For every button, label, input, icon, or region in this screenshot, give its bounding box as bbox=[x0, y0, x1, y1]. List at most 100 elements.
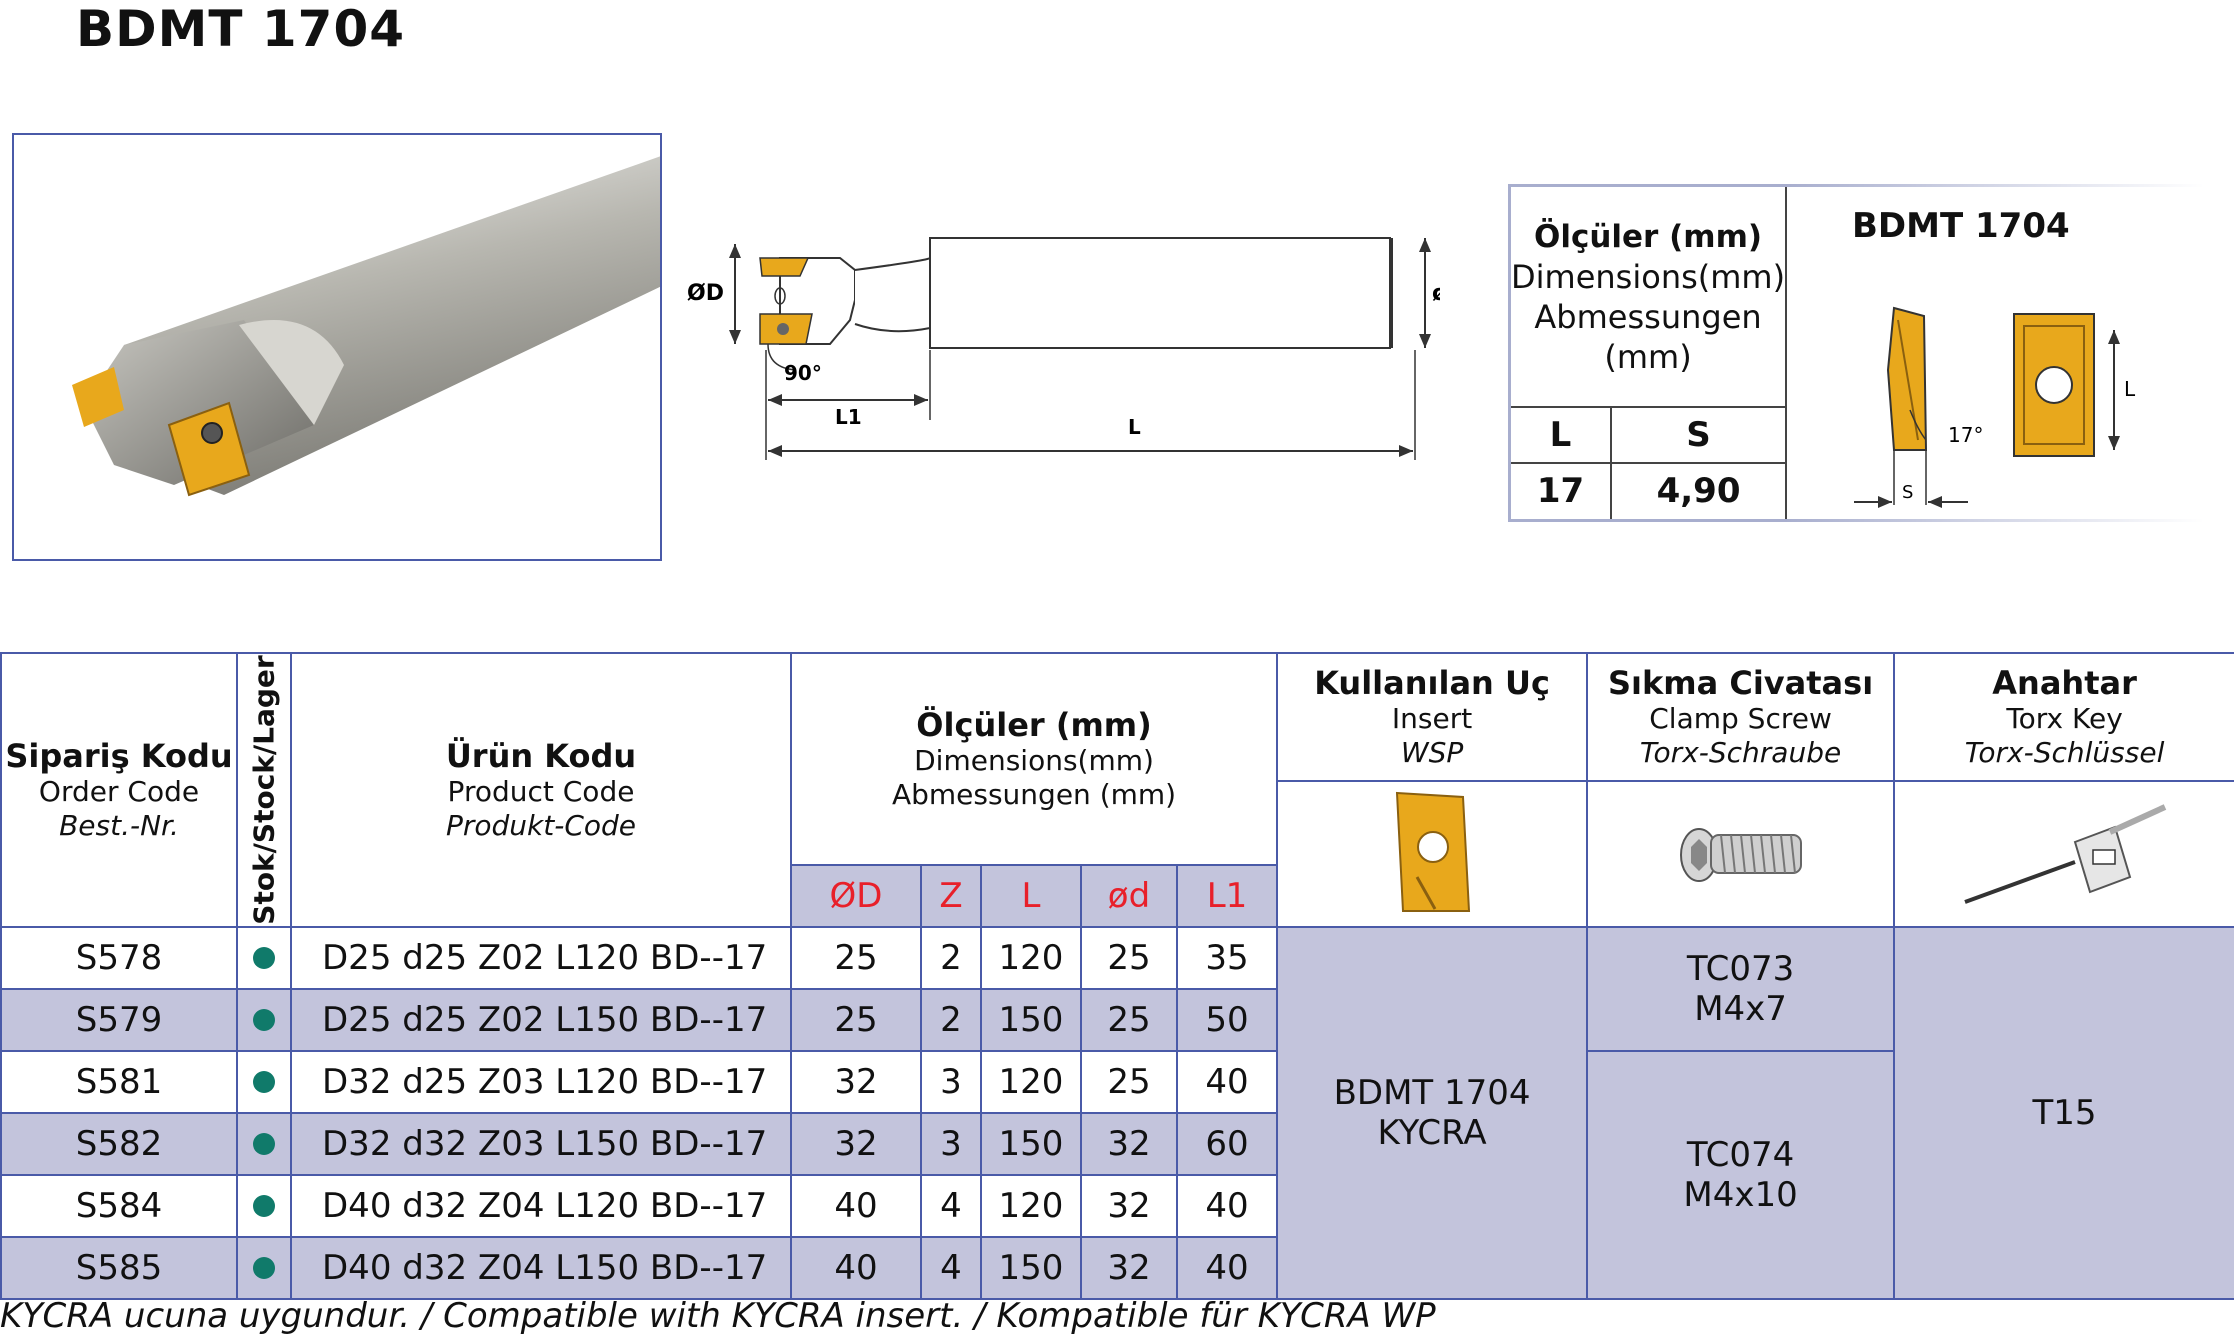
in-stock-dot bbox=[253, 947, 275, 969]
clamp-screw-header: Sıkma Civatası Clamp Screw Torx-Schraube bbox=[1586, 652, 1896, 782]
product-code: D32 d32 Z03 L150 BD--17 bbox=[290, 1112, 792, 1176]
product-code: D25 d25 Z02 L120 BD--17 bbox=[290, 926, 792, 990]
dim-L: 120 bbox=[980, 1174, 1082, 1238]
stock-cell bbox=[236, 1174, 292, 1238]
angle-label: 90° bbox=[784, 361, 822, 385]
screw-tr: Sıkma Civatası bbox=[1607, 664, 1874, 702]
stock-header: Stok/Stock/Lager bbox=[236, 652, 292, 928]
insert-tr: Kullanılan Uç bbox=[1314, 664, 1550, 702]
screw-image-cell bbox=[1586, 780, 1896, 928]
dim-L: 150 bbox=[980, 1112, 1082, 1176]
sub-header-D: ØD bbox=[790, 864, 922, 928]
dim-Z: 3 bbox=[920, 1112, 982, 1176]
dims-head-de: Abmessungen bbox=[1534, 297, 1762, 336]
dim-L: 120 bbox=[980, 1050, 1082, 1114]
dim-d: 25 bbox=[1080, 988, 1178, 1052]
dim-L1: 40 bbox=[1175, 1050, 1279, 1114]
diameter-d-label: ød bbox=[1432, 281, 1440, 306]
insert-S-label: S bbox=[1902, 482, 1913, 503]
order-code-en: Order Code bbox=[38, 775, 200, 808]
dims-head-en: Dimensions(mm) bbox=[1511, 257, 1786, 296]
product-code: D32 d25 Z03 L120 BD--17 bbox=[290, 1050, 792, 1114]
insert-image-cell bbox=[1276, 780, 1589, 928]
dim-box-bottom-rule bbox=[1784, 519, 2204, 522]
order-code-header: Sipariş Kodu Order Code Best.-Nr. bbox=[0, 652, 238, 928]
screw-de: Torx-Schraube bbox=[1639, 736, 1842, 769]
product-code-tr: Ürün Kodu bbox=[445, 737, 637, 775]
insert-drawing-title: BDMT 1704 bbox=[1852, 206, 2070, 246]
product-code: D40 d32 Z04 L120 BD--17 bbox=[290, 1174, 792, 1238]
stock-cell bbox=[236, 1112, 292, 1176]
key-en: Torx Key bbox=[2006, 702, 2123, 735]
key-de: Torx-Schlüssel bbox=[1964, 736, 2165, 769]
dim-L: 120 bbox=[980, 926, 1082, 990]
screw-a-size: M4x7 bbox=[1694, 989, 1787, 1029]
key-tr: Anahtar bbox=[1992, 664, 2137, 702]
sub-header-d: ød bbox=[1080, 864, 1178, 928]
dim-d: 32 bbox=[1080, 1174, 1178, 1238]
order-code: S578 bbox=[0, 926, 238, 990]
insert-value-2: KYCRA bbox=[1377, 1113, 1487, 1153]
order-code: S579 bbox=[0, 988, 238, 1052]
order-code-de: Best.-Nr. bbox=[59, 809, 179, 842]
order-code: S585 bbox=[0, 1236, 238, 1300]
stock-header-label: Stok/Stock/Lager bbox=[247, 655, 281, 925]
dim-d: 32 bbox=[1080, 1236, 1178, 1300]
dim-L1: 40 bbox=[1175, 1236, 1279, 1300]
insert-val-S: 4,90 bbox=[1611, 462, 1788, 521]
insert-dimensions-header: Ölçüler (mm) Dimensions(mm) Abmessungen … bbox=[1509, 185, 1788, 408]
insert-icon bbox=[1396, 791, 1471, 912]
dim-L1: 50 bbox=[1175, 988, 1279, 1052]
insert-col-S: S bbox=[1611, 406, 1788, 464]
stock-cell bbox=[236, 988, 292, 1052]
page-title: BDMT 1704 bbox=[76, 0, 406, 58]
dim-Z: 4 bbox=[920, 1174, 982, 1238]
order-code: S581 bbox=[0, 1050, 238, 1114]
stock-cell bbox=[236, 1050, 292, 1114]
torx-key-header: Anahtar Torx Key Torx-Schlüssel bbox=[1893, 652, 2234, 782]
insert-col-L: L bbox=[1509, 406, 1613, 464]
dim-Z: 2 bbox=[920, 988, 982, 1052]
table-row: S584 D40 d32 Z04 L120 BD--17 40 4 120 32… bbox=[0, 1174, 2234, 1238]
dim-D: 32 bbox=[790, 1050, 922, 1114]
insert-drawing: L S 17° bbox=[1854, 306, 2136, 508]
insert-header: Kullanılan Uç Insert WSP bbox=[1276, 652, 1589, 782]
in-stock-dot bbox=[253, 1133, 275, 1155]
screw-en: Clamp Screw bbox=[1649, 702, 1832, 735]
dim-L1: 60 bbox=[1175, 1112, 1279, 1176]
sub-header-L: L bbox=[980, 864, 1082, 928]
table-row: S581 D32 d25 Z03 L120 BD--17 32 3 120 25… bbox=[0, 1050, 2234, 1300]
product-code-de: Produkt-Code bbox=[445, 809, 637, 842]
product-code-en: Product Code bbox=[447, 775, 635, 808]
table-row: S578 D25 d25 Z02 L120 BD--17 25 2 120 25… bbox=[0, 926, 2234, 1300]
table-row: S585 D40 d32 Z04 L150 BD--17 40 4 150 32… bbox=[0, 1236, 2234, 1300]
diameter-D-label: ØD bbox=[687, 281, 724, 306]
dim-D: 32 bbox=[790, 1112, 922, 1176]
screw-icon bbox=[1679, 828, 1802, 882]
insert-dimensions-table: Ölçüler (mm) Dimensions(mm) Abmessungen … bbox=[1508, 184, 1788, 522]
order-code: S582 bbox=[0, 1112, 238, 1176]
in-stock-dot bbox=[253, 1009, 275, 1031]
sub-header-Z: Z bbox=[920, 864, 982, 928]
product-photo bbox=[12, 133, 662, 561]
product-code: D40 d32 Z04 L150 BD--17 bbox=[290, 1236, 792, 1300]
screw-a-code: TC073 bbox=[1686, 949, 1795, 989]
insert-val-L: 17 bbox=[1509, 462, 1613, 521]
insert-en: Insert bbox=[1391, 702, 1473, 735]
length-L1-label: L1 bbox=[835, 405, 862, 429]
dim-d: 32 bbox=[1080, 1112, 1178, 1176]
sub-header-L1: L1 bbox=[1175, 864, 1279, 928]
order-code: S584 bbox=[0, 1174, 238, 1238]
key-value: T15 bbox=[1893, 926, 2234, 1300]
dim-box-top-rule bbox=[1784, 184, 2204, 187]
insert-value-1: BDMT 1704 bbox=[1333, 1073, 1531, 1113]
dims-head-tr: Ölçüler (mm) bbox=[1533, 218, 1763, 255]
table-row: S582 D32 d32 Z03 L150 BD--17 32 3 150 32… bbox=[0, 1112, 2234, 1176]
dim-d: 25 bbox=[1080, 926, 1178, 990]
in-stock-dot bbox=[253, 1071, 275, 1093]
screw-value-b: TC074 M4x10 bbox=[1586, 1050, 1896, 1300]
end-mill-illustration bbox=[72, 156, 660, 497]
dim-D: 40 bbox=[790, 1236, 922, 1300]
dimensions-en: Dimensions(mm) bbox=[914, 744, 1154, 777]
dim-Z: 2 bbox=[920, 926, 982, 990]
